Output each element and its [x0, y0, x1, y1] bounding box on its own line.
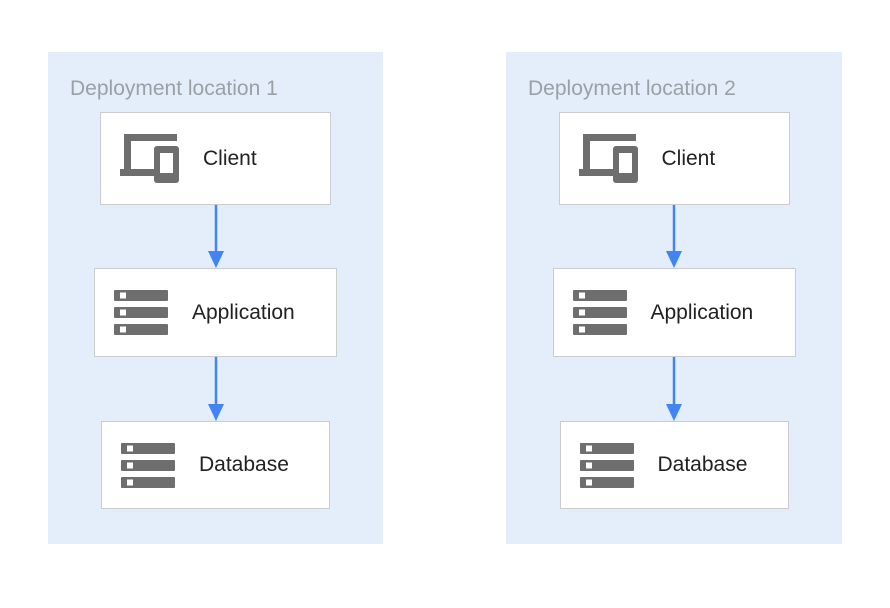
server-stack-icon: [579, 442, 634, 488]
flow-arrow-down-icon: [666, 205, 682, 268]
node-label: Client: [661, 146, 716, 170]
server-stack-icon: [114, 290, 168, 335]
node-client: Client: [100, 112, 331, 205]
node-database: Database: [559, 421, 789, 509]
panel-title: Deployment location 2: [528, 77, 736, 100]
node-client: Client: [558, 112, 790, 205]
flow-arrow-down-icon: [207, 357, 224, 421]
deployment-panel-1: Deployment location 1 Client: [48, 52, 383, 544]
flow-arrow-down-icon: [207, 205, 224, 268]
node-label: Database: [199, 453, 289, 476]
panel-title: Deployment location 1: [70, 77, 278, 100]
client-devices-icon: [120, 134, 179, 183]
node-label: Client: [203, 146, 257, 170]
deployment-panel-2: Deployment location 2 Client: [506, 52, 842, 544]
node-label: Database: [657, 453, 748, 476]
server-stack-icon: [121, 442, 175, 488]
node-application: Application: [552, 268, 796, 357]
client-devices-icon: [578, 134, 638, 183]
node-stack: Client Application: [506, 112, 842, 509]
node-label: Application: [650, 300, 754, 324]
flow-arrow-down-icon: [666, 357, 682, 421]
node-application: Application: [94, 268, 337, 357]
server-stack-icon: [572, 290, 627, 335]
node-label: Application: [192, 300, 295, 324]
node-database: Database: [101, 421, 330, 509]
node-stack: Client Application: [48, 112, 383, 509]
